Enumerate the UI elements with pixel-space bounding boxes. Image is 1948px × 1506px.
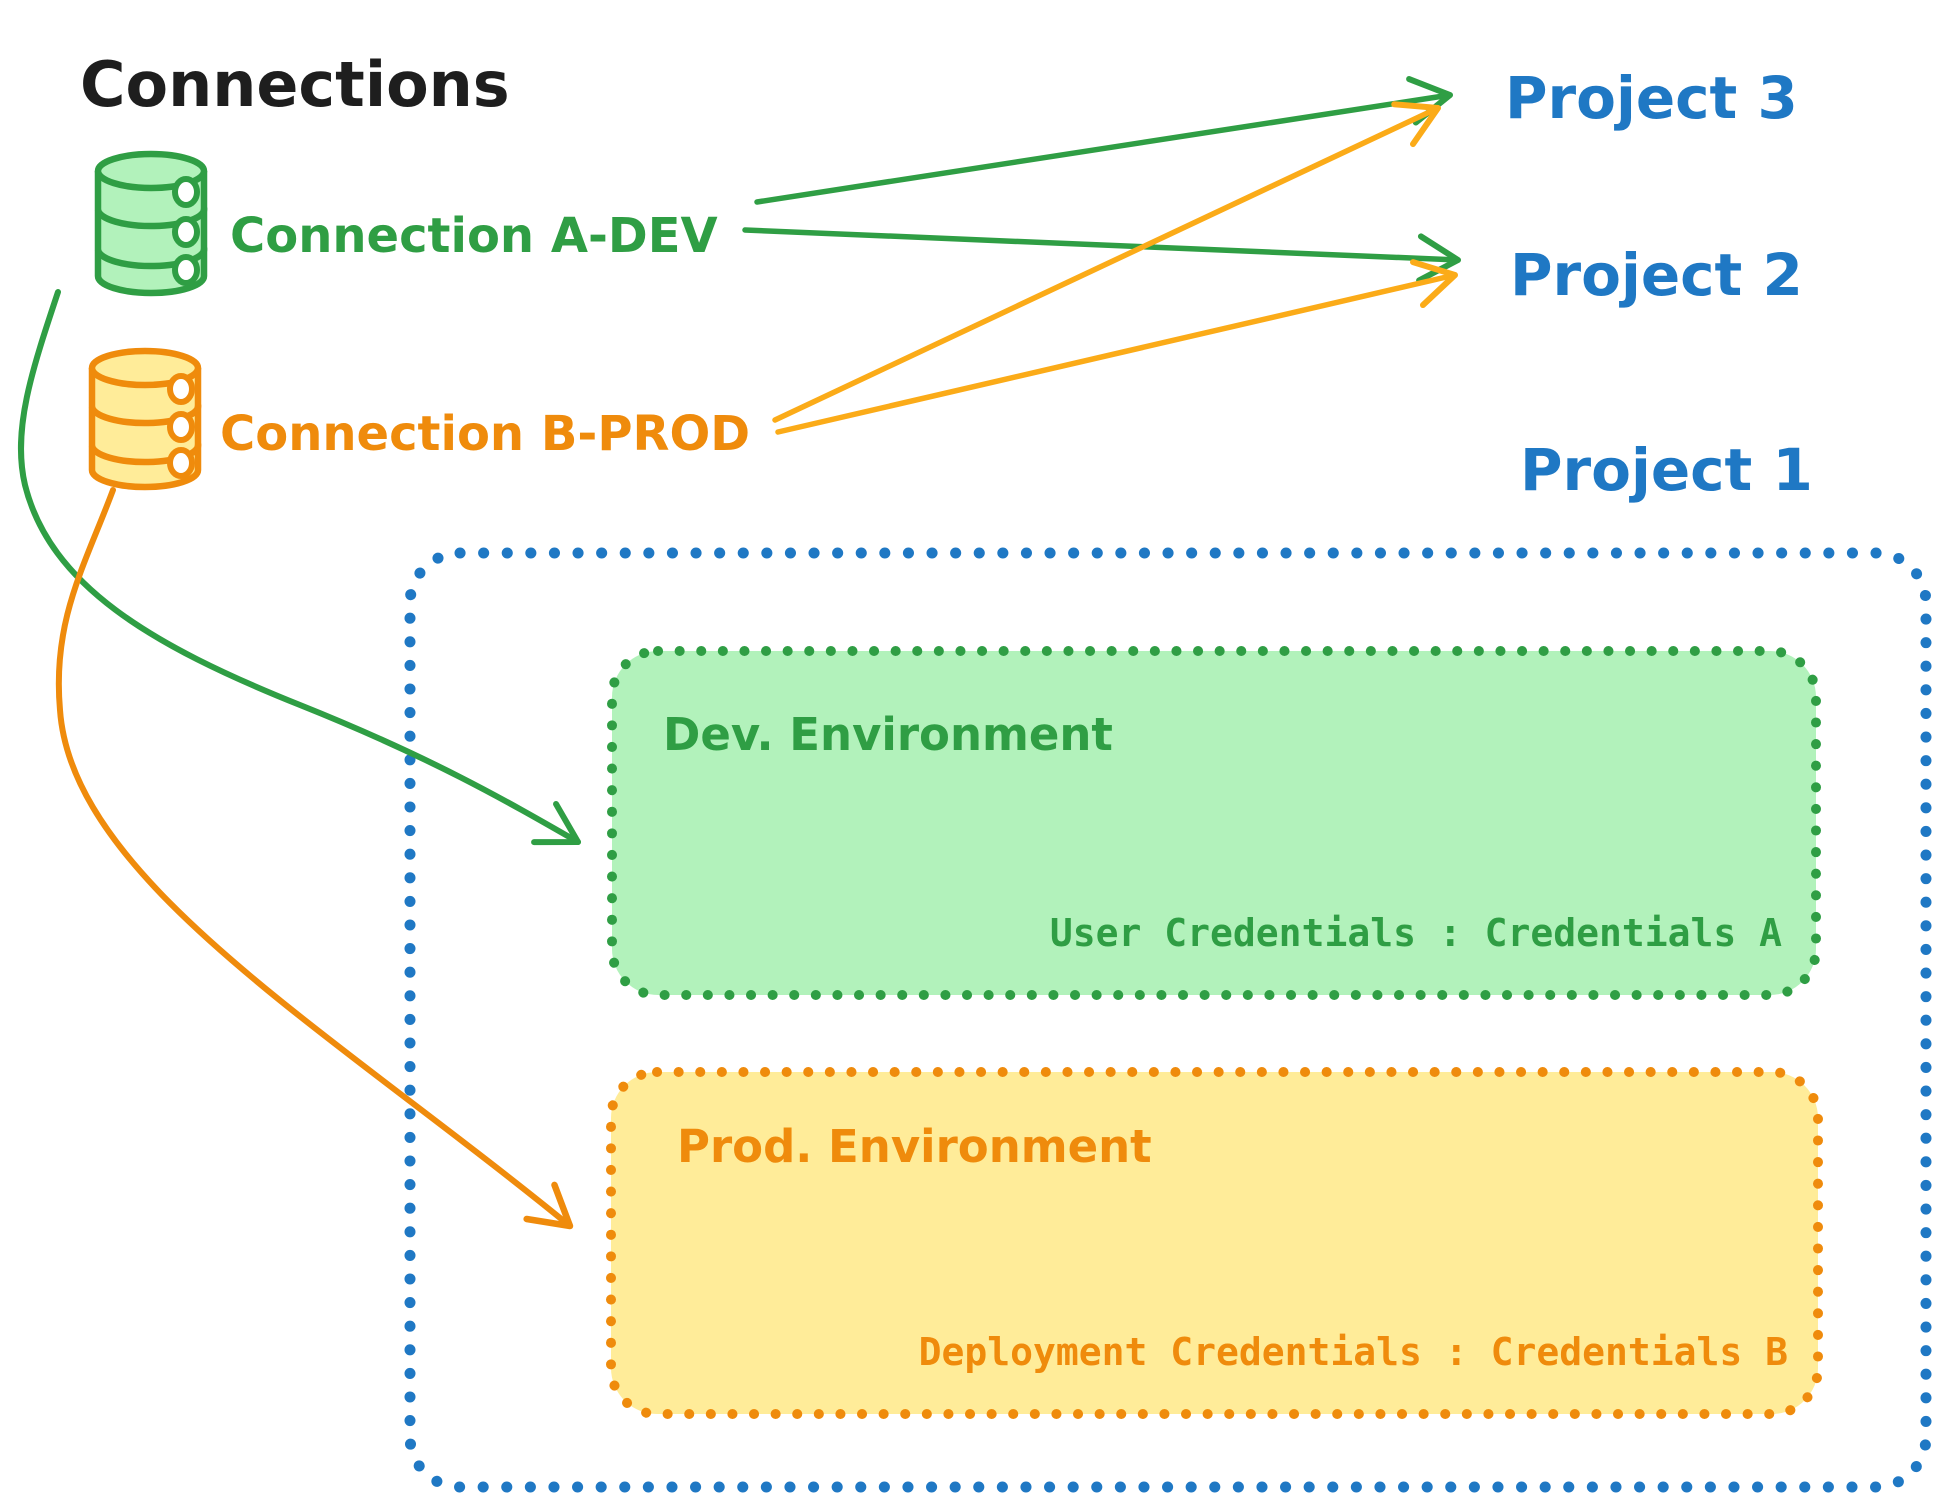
project-1-label: Project 1 (1520, 436, 1813, 504)
dev-environment-title: Dev. Environment (663, 708, 1113, 761)
database-icon-dev (94, 150, 208, 297)
arrow-bprod-project3 (772, 101, 1441, 423)
database-icon-prod (88, 347, 202, 491)
arrow-adev-project3 (754, 76, 1453, 205)
project-3-label: Project 3 (1505, 64, 1798, 132)
prod-environment-box (606, 1067, 1823, 1419)
diagram-title: Connections (80, 48, 510, 121)
arrow-adev-dev-environment (17, 289, 581, 846)
project-2-label: Project 2 (1510, 241, 1803, 309)
prod-environment-credentials: Deployment Credentials : Credentials B (919, 1330, 1788, 1374)
arrow-bprod-prod-environment (55, 487, 574, 1230)
dev-environment-box (607, 646, 1821, 1000)
project1-container-box (404, 547, 1932, 1493)
prod-environment-title: Prod. Environment (677, 1120, 1152, 1173)
dev-environment-credentials: User Credentials : Credentials A (1050, 911, 1782, 955)
arrow-adev-project2 (742, 227, 1461, 284)
arrow-bprod-project2 (775, 259, 1458, 435)
connection-a-dev-label: Connection A-DEV (230, 208, 718, 264)
connection-b-prod-label: Connection B-PROD (220, 406, 750, 462)
